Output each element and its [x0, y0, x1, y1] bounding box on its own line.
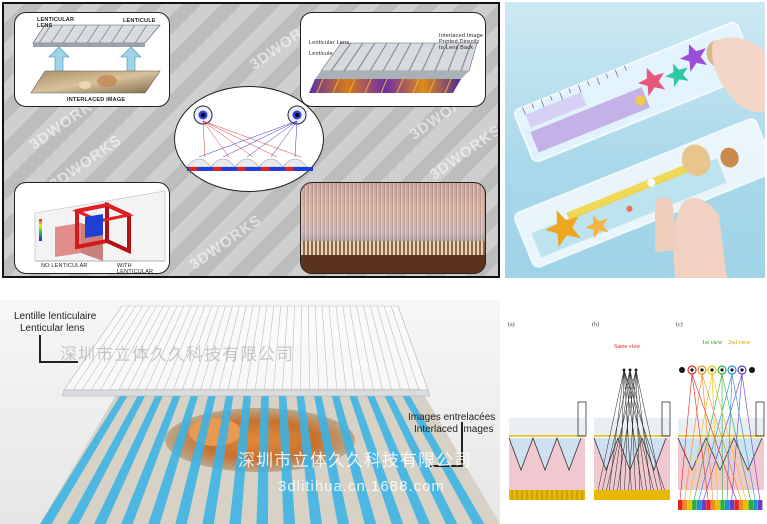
- watermark-company-bottom: 深圳市立体久久科技有限公司: [238, 451, 472, 470]
- viewing-angle-circle: [174, 86, 324, 192]
- lens-ribs: [63, 305, 429, 391]
- subfigure-c-label: (c): [676, 322, 683, 328]
- watermark-3dworks: 3DWORKS: [186, 211, 265, 274]
- watermark-company-top: 深圳市立体久久科技有限公司: [60, 345, 294, 364]
- lens-edge: [301, 241, 485, 255]
- with-lenticular-label: WITH LENTICULAR: [117, 263, 154, 274]
- interlaced-image-label: Interlaced Image Printed Directly to Len…: [439, 33, 484, 51]
- subfigure-a: [508, 401, 587, 500]
- lenticule-label: Lenticule: [309, 51, 333, 57]
- lenticular-infographic: 3DWORKS 3DWORKS 3DWORKS 3DWORKS 3DWORKS …: [2, 2, 500, 278]
- images-label-french: Images entrelacées: [408, 412, 496, 423]
- product-photo-rulers: [505, 2, 765, 278]
- no-lenticular-label: NO LENTICULAR: [41, 263, 88, 269]
- card-lens-macro-photo: [300, 182, 486, 274]
- subfigure-b-label: (b): [592, 322, 599, 328]
- first-view-label: 1st view: [702, 340, 723, 346]
- interlaced-stripes: [40, 396, 485, 524]
- subfigure-a-label: (a): [508, 322, 515, 328]
- interlaced-image-label: INTERLACED IMAGE: [67, 97, 126, 103]
- card-lens-exploded: LENTICULAR LENS LENTICULE INTERLACED IMA…: [14, 12, 170, 107]
- exploded-lens-illustration: [30, 24, 161, 94]
- cube-comparison-illustration: [34, 190, 166, 262]
- card-cube-comparison: NO LENTICULAR WITH LENTICULAR: [14, 182, 170, 274]
- lens-label-french: Lentille lenticulaire: [14, 311, 97, 322]
- rulers-photo-illustration: [514, 21, 765, 278]
- lenticule-label: LENTICULE: [123, 18, 156, 24]
- lenticular-lens-diagram: Lentille lenticulaire Lenticular lens Im…: [0, 300, 500, 524]
- lens-over-stripes-illustration: [0, 300, 500, 524]
- printed-lens-illustration: [309, 42, 478, 94]
- subfigure-b: [593, 368, 671, 501]
- card-lens-printed: Lenticular Lens Lenticule Interlaced Ima…: [300, 12, 486, 107]
- lenticular-lens-label: LENTICULAR LENS: [37, 17, 75, 29]
- watermark-url: 3dlitihua.cn.1688.com: [278, 478, 445, 495]
- lens-label-english: Lenticular lens: [20, 323, 85, 334]
- viewing-angle-diagram: [186, 105, 313, 171]
- same-view-label: Same view: [614, 344, 641, 350]
- images-label-english: Interlaced Images: [414, 424, 494, 435]
- second-view-label: 2nd view: [728, 340, 751, 346]
- multiview-diagrams: [508, 365, 765, 510]
- multiview-figure: (a) (b) (c) Same view 1st view 2nd view: [506, 310, 767, 524]
- lenticular-lens-label: Lenticular Lens: [309, 40, 350, 46]
- watermark-3dworks: 3DWORKS: [426, 121, 500, 184]
- table-surface: [301, 255, 485, 273]
- subfigure-c: [677, 365, 765, 510]
